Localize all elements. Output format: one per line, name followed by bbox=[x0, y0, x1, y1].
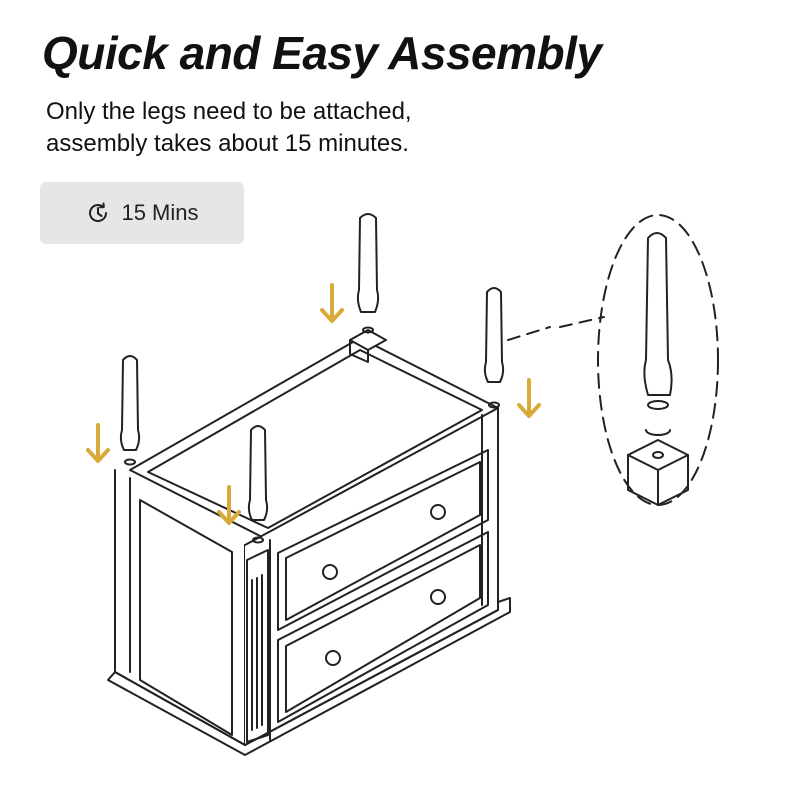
corner-block bbox=[349, 329, 387, 351]
leg bbox=[483, 287, 505, 409]
subtitle: Only the legs need to be attached, assem… bbox=[46, 96, 606, 160]
leg bbox=[356, 213, 380, 334]
nightstand-left-side bbox=[114, 469, 246, 746]
nightstand-front bbox=[244, 407, 499, 746]
drawer-knob bbox=[430, 504, 446, 520]
nightstand-top bbox=[129, 337, 499, 541]
callout-leg bbox=[643, 232, 673, 396]
callout-corner-block bbox=[627, 439, 689, 471]
detail-callout bbox=[597, 214, 719, 506]
down-arrow-icon bbox=[86, 423, 110, 463]
subtitle-line-2: assembly takes about 15 minutes. bbox=[46, 130, 409, 157]
top-drawer bbox=[277, 449, 489, 631]
page-title: Quick and Easy Assembly bbox=[42, 27, 602, 79]
drawer-knob bbox=[430, 589, 446, 605]
clock-icon bbox=[89, 202, 108, 222]
down-arrow-icon bbox=[217, 485, 241, 525]
leg bbox=[247, 425, 269, 544]
leg bbox=[119, 355, 141, 466]
down-arrow-icon bbox=[320, 283, 344, 323]
pilaster bbox=[246, 549, 269, 743]
nightstand-base bbox=[107, 597, 511, 756]
assembly-time-badge: 15 Mins bbox=[40, 182, 244, 244]
assembly-time-label: 15 Mins bbox=[121, 200, 199, 225]
drawer-knob bbox=[325, 650, 341, 666]
bottom-drawer bbox=[277, 531, 489, 723]
down-arrow-icon bbox=[517, 378, 541, 418]
subtitle-line-1: Only the legs need to be attached, bbox=[46, 98, 412, 125]
drawer-knob bbox=[322, 564, 338, 580]
